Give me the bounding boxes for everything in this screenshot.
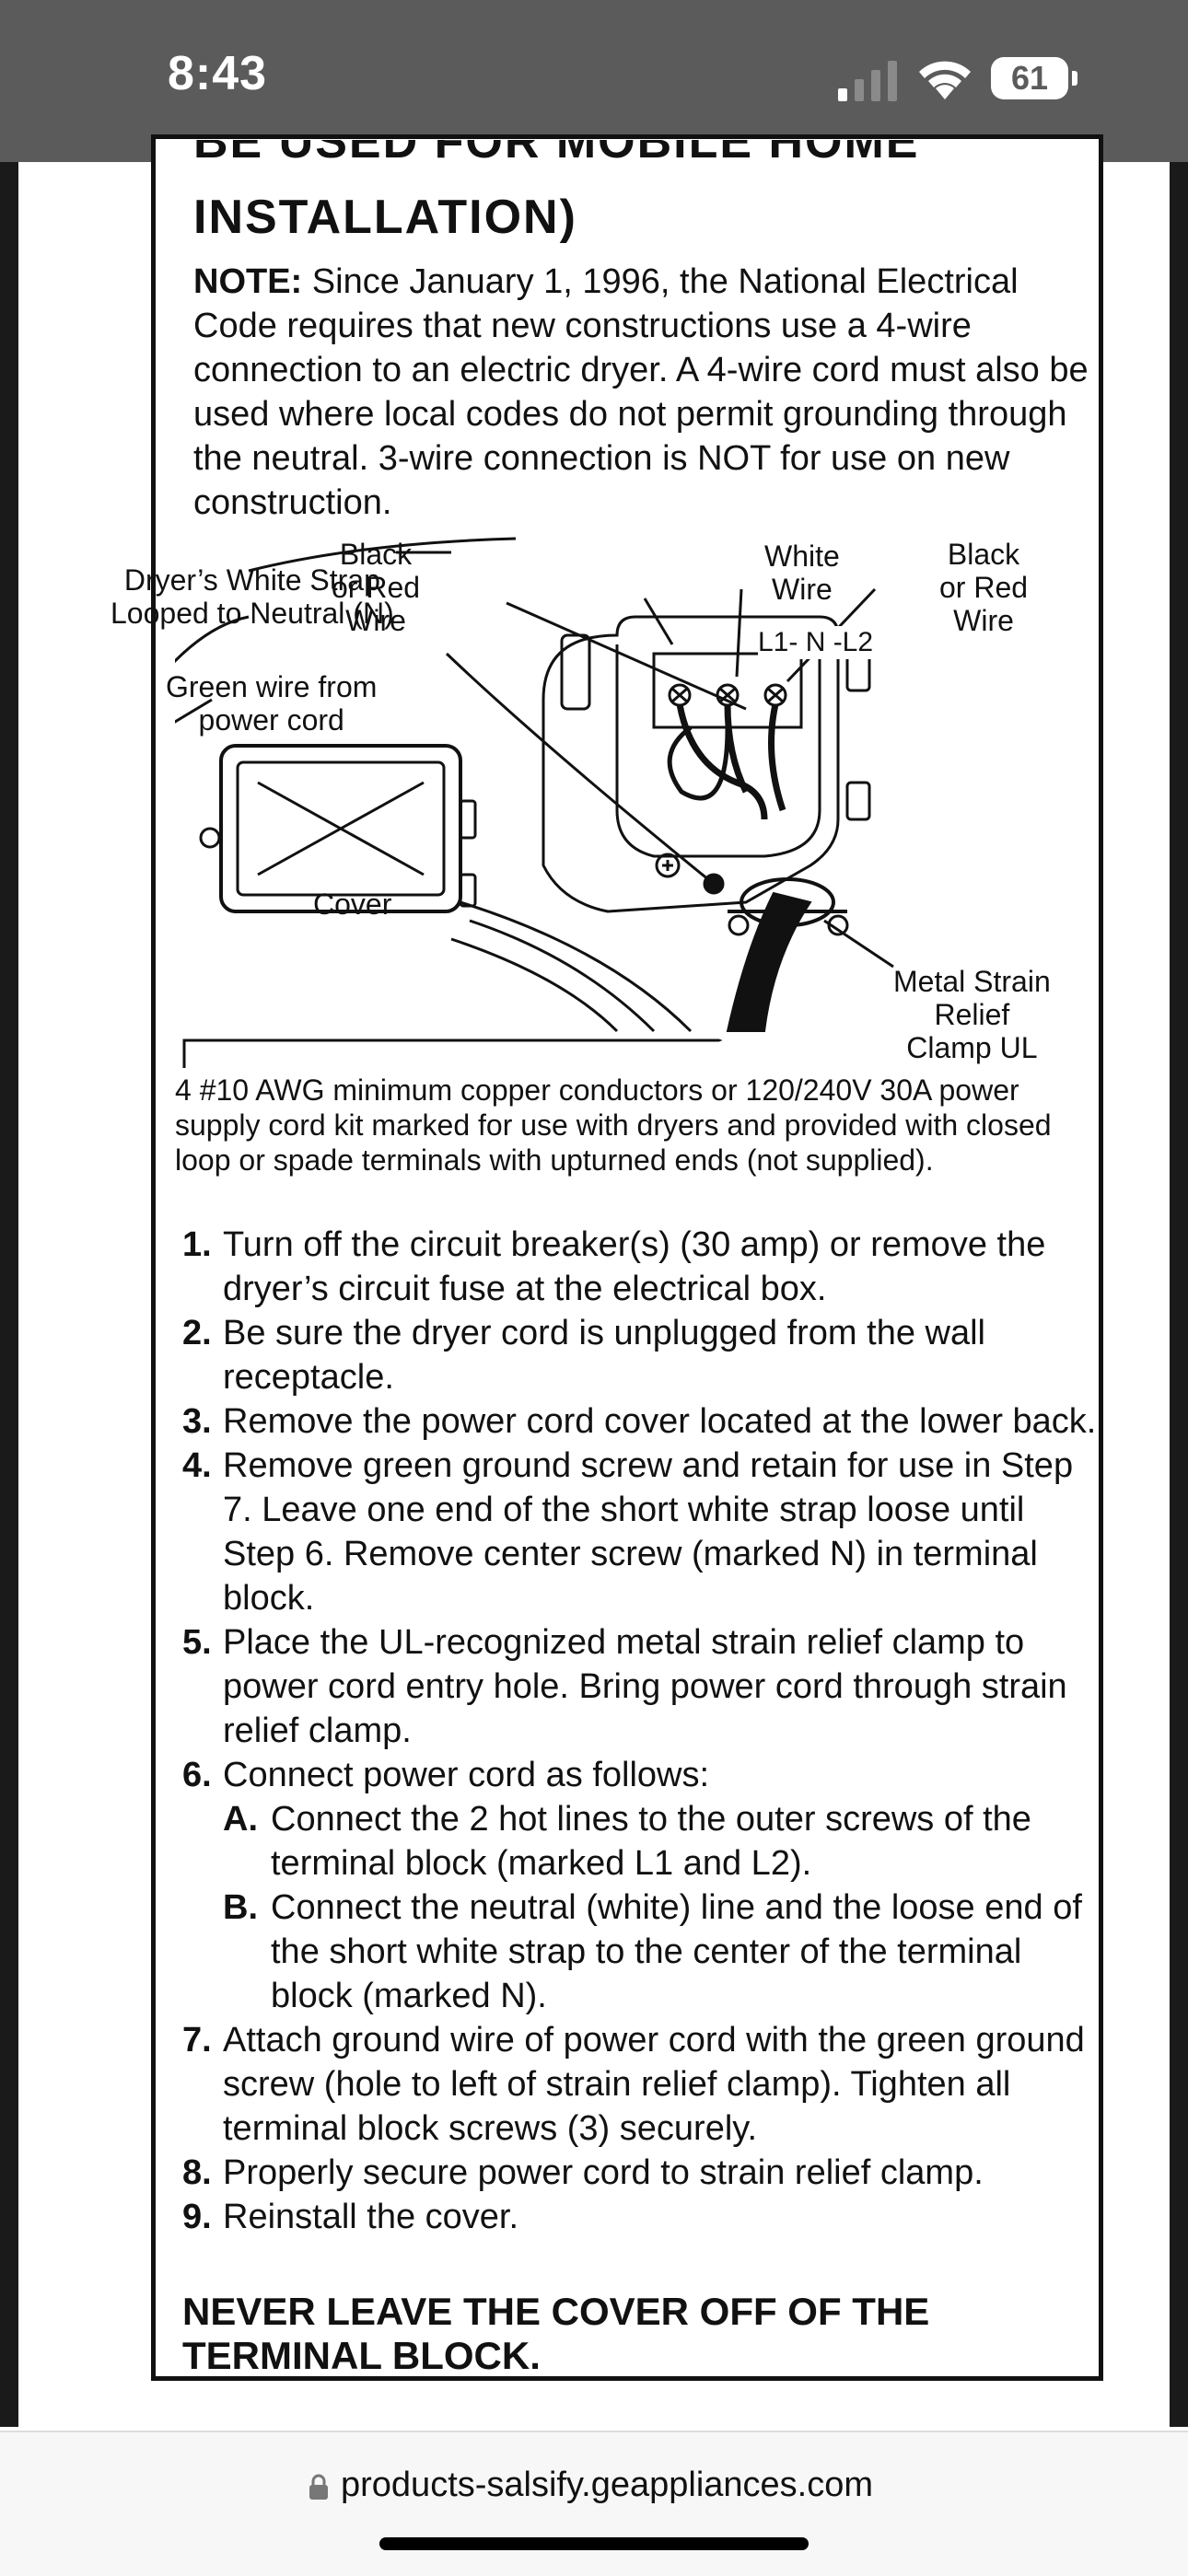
- section-heading: INSTALLATION): [193, 191, 577, 244]
- step-item: 2.Be sure the dryer cord is unplugged fr…: [182, 1314, 985, 1397]
- label-cover: Cover: [313, 888, 392, 921]
- label-terminals: L1- N -L2: [758, 626, 874, 659]
- instruction-steps: 1.Turn off the circuit breaker(s) (30 am…: [182, 1223, 1103, 2239]
- note-paragraph: NOTE: Since January 1, 1996, the Nationa…: [193, 260, 1096, 525]
- signal-icon: [838, 61, 897, 101]
- note-label: NOTE:: [193, 262, 303, 301]
- wiring-illustration: [155, 537, 894, 1068]
- wifi-icon: [919, 61, 971, 99]
- cord-requirements: 4 #10 AWG minimum copper conductors or 1…: [175, 1073, 1052, 1177]
- url-text[interactable]: products-salsify.geappliances.com: [341, 2466, 874, 2504]
- substep-item: A.Connect the 2 hot lines to the outer s…: [223, 1800, 1031, 1883]
- wiring-diagram: Black or Red Wire White Wire Black or Re…: [111, 516, 1105, 1068]
- home-indicator[interactable]: [379, 2537, 809, 2550]
- label-black-red-right: Black or Red Wire: [939, 538, 1029, 637]
- battery-icon: 61: [991, 57, 1077, 99]
- label-white-wire: White Wire: [764, 540, 840, 606]
- step-item: 8.Properly secure power cord to strain r…: [182, 2153, 984, 2192]
- left-margin: [0, 162, 18, 2427]
- label-white-strap: Dryer’s White Strap Looped to Neutral (N…: [111, 563, 394, 630]
- note-text: Since January 1, 1996, the National Elec…: [193, 262, 1089, 522]
- right-margin: [1170, 162, 1188, 2427]
- battery-level: 61: [1010, 59, 1049, 97]
- step-item: 3.Remove the power cord cover located at…: [182, 1402, 1097, 1441]
- lock-icon: [309, 2474, 328, 2500]
- label-black-red-left: Black or Red Wire: [332, 538, 421, 637]
- step-item: 7.Attach ground wire of power cord with …: [182, 2021, 1085, 2148]
- heading-partial: BE USED FOR MOBILE HOME: [193, 140, 1022, 166]
- step-item: 5.Place the UL-recognized metal strain r…: [182, 1623, 1067, 1750]
- page-content[interactable]: [0, 134, 1188, 2429]
- label-strain-relief: Metal Strain Relief Clamp UL: [893, 965, 1051, 1064]
- step-item: 6.Connect power cord as follows: A.Conne…: [182, 1753, 1103, 2018]
- substeps: A.Connect the 2 hot lines to the outer s…: [223, 1797, 1103, 2018]
- label-green-wire: Green wire from power cord: [166, 670, 378, 737]
- warning-text: NEVER LEAVE THE COVER OFF OF THE TERMINA…: [182, 2290, 930, 2377]
- step-item: 9.Reinstall the cover.: [182, 2198, 519, 2236]
- substep-item: B.Connect the neutral (white) line and t…: [223, 1888, 1082, 2015]
- step-item: 4.Remove green ground screw and retain f…: [182, 1446, 1074, 1618]
- browser-url-bar[interactable]: products-salsify.geappliances.com: [0, 2431, 1188, 2576]
- step-item: 1.Turn off the circuit breaker(s) (30 am…: [182, 1225, 1046, 1308]
- instruction-box: [151, 134, 1103, 2381]
- status-time: 8:43: [168, 47, 268, 100]
